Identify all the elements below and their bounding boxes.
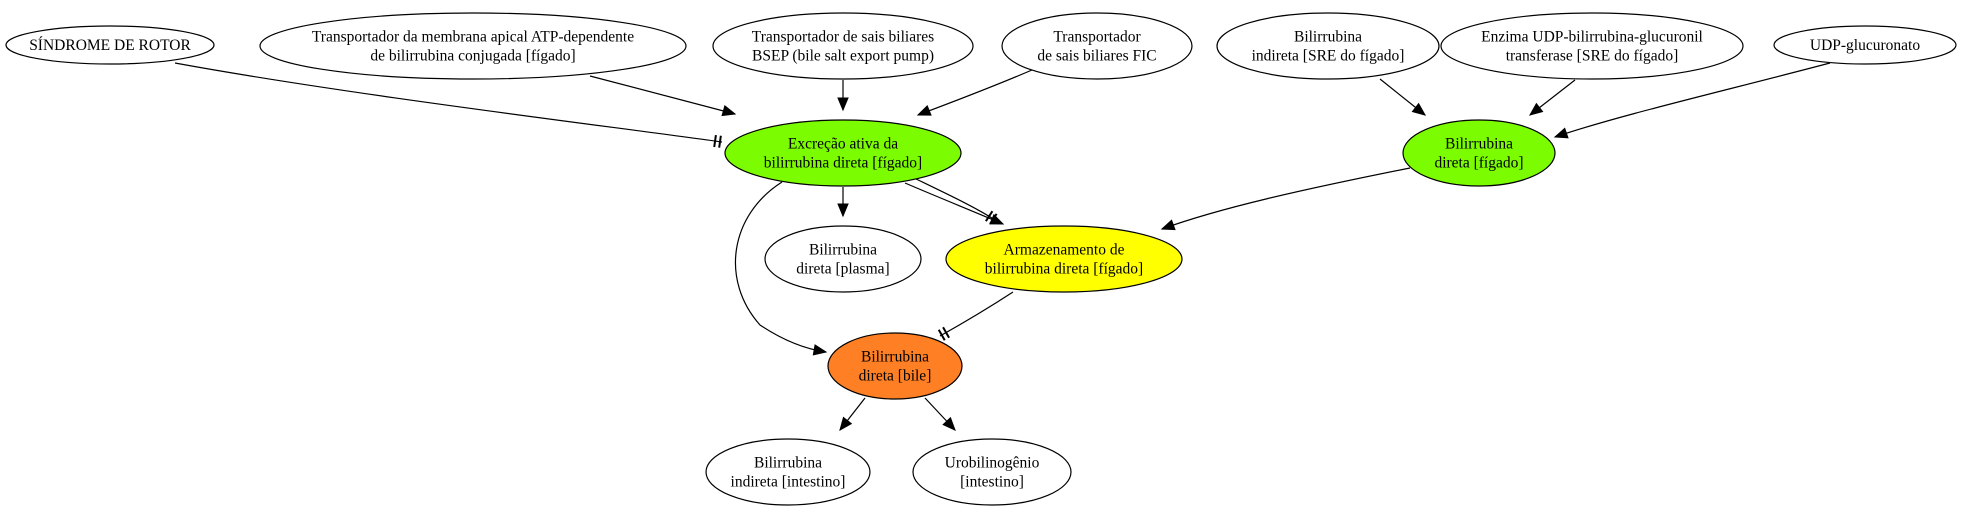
node-ellipse <box>1001 12 1193 80</box>
node-sindrome-rotor[interactable]: SÍNDROME DE ROTOR <box>5 25 215 65</box>
edge-line <box>911 176 996 221</box>
inhibit-bar <box>989 213 998 225</box>
edge-line <box>939 291 1014 337</box>
edge-bsep-to-excrecao_ativa <box>837 80 849 112</box>
node-ellipse <box>5 25 215 65</box>
node-bilirrubina-direta-bile[interactable]: Bilirrubina direta [bile] <box>827 332 963 400</box>
node-bilirrubina-direta-plasma[interactable]: Bilirrubina direta [plasma] <box>764 225 922 293</box>
edge-line <box>734 181 827 353</box>
edge-enzima_udp-to-bilirrubina_direta_figado <box>1528 79 1576 116</box>
node-ellipse <box>712 12 974 80</box>
arrowhead <box>1160 219 1176 231</box>
arrowhead <box>812 344 828 356</box>
node-label-line: direta [fígado] <box>1434 155 1523 172</box>
edge-armazenamento-to-bilirrubina_direta_bile-inhibit <box>937 291 1014 341</box>
edge-bilirrubina_direta_bile-to-bilirrubina_indireta_intestino <box>839 397 866 432</box>
arrowhead <box>1411 102 1427 116</box>
node-label-line: Armazenamento de <box>1004 242 1125 259</box>
edges-layer <box>174 62 1831 432</box>
edge-transportador_atp-to-excrecao_ativa <box>589 75 737 117</box>
edge-excrecao_ativa-to-bilirrubina_direta_plasma <box>837 187 849 218</box>
node-label-line: BSEP (bile salt export pump) <box>752 48 934 65</box>
node-label-line: Bilirrubina <box>809 242 877 259</box>
node-label-line: direta [bile] <box>859 368 932 385</box>
node-label-line: Urobilinogênio <box>945 455 1040 472</box>
edge-line <box>1554 62 1831 138</box>
edge-line <box>589 75 736 115</box>
edge-line <box>174 62 723 143</box>
node-ellipse <box>764 225 922 293</box>
node-label-line: Transportador <box>1053 29 1141 46</box>
node-udp-glucuronato[interactable]: UDP-glucuronato <box>1773 25 1957 65</box>
node-armazenamento[interactable]: Armazenamento de bilirrubina direta [fíga… <box>945 225 1183 293</box>
edge-udp_glucuronato-to-bilirrubina_direta_figado <box>1553 62 1831 139</box>
node-label-line: indireta [intestino] <box>731 474 846 491</box>
node-ellipse <box>705 438 871 506</box>
node-excrecao-ativa[interactable]: Excreção ativa da bilirrubina direta [fíg… <box>724 119 962 187</box>
node-label-line: de bilirrubina conjugada [fígado] <box>370 48 575 65</box>
node-label-line: Enzima UDP-bilirrubina-glucuronil <box>1481 29 1703 46</box>
node-label-line: Bilirrubina <box>754 455 822 472</box>
arrowhead <box>916 104 932 116</box>
node-label-line: [intestino] <box>960 474 1024 491</box>
node-label-line: direta [plasma] <box>796 261 889 278</box>
edge-fic-to-excrecao_ativa <box>916 69 1033 116</box>
node-bilirrubina-indireta-sre[interactable]: Bilirrubina indireta [SRE do fígado] <box>1216 12 1440 80</box>
node-ellipse <box>1216 12 1440 80</box>
node-ellipse <box>1773 25 1957 65</box>
node-label-line: transferase [SRE do fígado] <box>1506 48 1679 65</box>
inhibit-bar <box>718 135 722 148</box>
node-transportador-atp[interactable]: Transportador da membrana apical ATP-dep… <box>259 12 687 80</box>
node-urobilinogenio[interactable]: Urobilinogênio [intestino] <box>912 438 1072 506</box>
node-ellipse <box>259 12 687 80</box>
edge-sindrome_rotor-to-excrecao_ativa-inhibit <box>174 62 723 148</box>
node-ellipse <box>1402 119 1556 187</box>
edge-line <box>1161 167 1411 230</box>
node-ellipse <box>724 119 962 187</box>
arrowhead <box>837 203 849 218</box>
edge-bilirrubina_direta_bile-to-urobilinogenio <box>924 397 956 431</box>
node-ellipse <box>945 225 1183 293</box>
node-label-line: indireta [SRE do fígado] <box>1252 48 1405 65</box>
node-ellipse <box>1440 12 1744 80</box>
edge-bilirrubina_indireta_sre-to-bilirrubina_direta_figado <box>1379 78 1427 116</box>
node-label-line: de sais biliares FIC <box>1037 48 1156 65</box>
node-label-line: UDP-glucuronato <box>1810 37 1920 54</box>
node-label-line: Transportador de sais biliares <box>752 29 934 46</box>
node-label-line: SÍNDROME DE ROTOR <box>29 37 191 54</box>
arrowhead <box>839 416 853 432</box>
node-label-line: bilirrubina direta [fígado] <box>764 155 922 172</box>
edge-excrecao_ativa-to-bilirrubina_direta_bile <box>734 181 828 356</box>
node-label-line: bilirrubina direta [fígado] <box>985 261 1143 278</box>
edge-excrecao_ativa-to-armazenamento <box>904 182 1005 225</box>
node-enzima-udp[interactable]: Enzima UDP-bilirrubina-glucuronil transfe… <box>1440 12 1744 80</box>
node-bilirrubina-indireta-intestino[interactable]: Bilirrubina indireta [intestino] <box>705 438 871 506</box>
arrowhead <box>721 105 737 117</box>
edge-bilirrubina_direta_figado-to-armazenamento <box>1160 167 1411 231</box>
nodes-layer: SÍNDROME DE ROTOR Transportador da membra… <box>5 12 1957 506</box>
node-bilirrubina-direta-figado[interactable]: Bilirrubina direta [fígado] <box>1402 119 1556 187</box>
arrowhead <box>942 416 956 431</box>
inhibit-bar <box>713 134 717 148</box>
node-ellipse <box>912 438 1072 506</box>
inhibit-bar <box>942 326 950 339</box>
inhibit-bar <box>985 210 994 222</box>
node-label-line: Excreção ativa da <box>788 136 898 153</box>
inhibit-bar <box>937 329 946 341</box>
edge-excrecao_ativa-to-armazenamento-inhibit <box>911 176 998 225</box>
arrowhead <box>1553 127 1569 139</box>
node-label-line: Bilirrubina <box>1445 136 1513 153</box>
node-ellipse <box>827 332 963 400</box>
node-fic[interactable]: Transportador de sais biliares FIC <box>1001 12 1193 80</box>
node-label-line: Bilirrubina <box>1294 29 1362 46</box>
node-label-line: Transportador da membrana apical ATP-dep… <box>312 29 634 46</box>
arrowhead <box>837 97 849 112</box>
arrowhead <box>1528 102 1544 116</box>
edge-line <box>917 69 1033 116</box>
node-label-line: Bilirrubina <box>861 349 929 366</box>
